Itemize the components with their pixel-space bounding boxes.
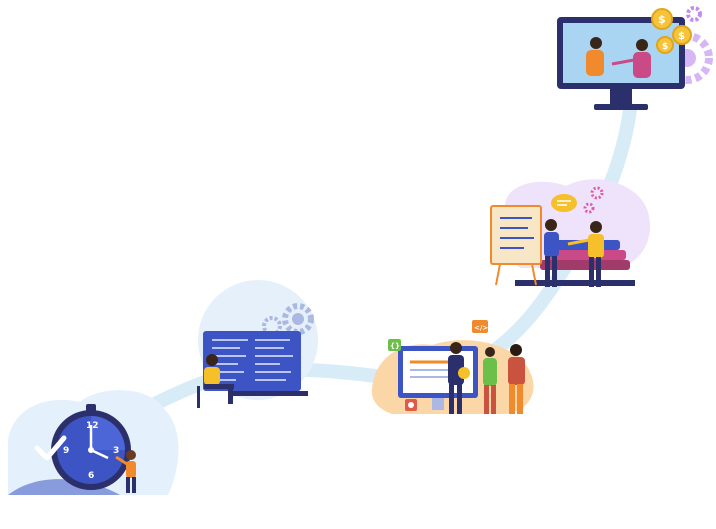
clock-numeral-6: 6 [88,471,94,481]
deal-monitor [557,17,685,110]
handshake-right-person [611,39,651,78]
svg-text:$: $ [662,42,668,52]
presenter-person [544,219,559,287]
team-member-1 [448,342,464,414]
clock-numeral-9: 9 [63,446,69,456]
coin-icon: $ [651,8,673,30]
flipchart-board [490,205,542,286]
presentation-stage [490,179,651,287]
clock-numeral-3: 3 [113,446,119,456]
braces-tag-icon: {} [388,339,401,351]
checkmark-icon [34,435,67,461]
clock-icon: 12 3 6 9 [51,404,131,490]
settings-badge-icon [405,399,417,411]
team-member-3 [508,344,525,414]
coin-icon: $ [672,25,692,45]
partner-person [567,221,604,287]
clock-numeral-12: 12 [86,421,99,431]
handshake-left-person [586,37,604,76]
team-website-stage: </> {} [372,320,534,414]
team-member-2 [483,347,497,414]
gears-icon [583,186,604,214]
trophy-icon [458,367,470,379]
person-with-clock [115,450,136,493]
speech-bubble-icon [551,194,577,212]
code-tag-label: </> [474,324,488,332]
coin-icon: $ [656,36,674,54]
developer-person [197,354,234,408]
code-tag-icon: </> [472,320,488,333]
time-clock-stage: 12 3 6 9 [8,390,179,495]
clock-hill [8,479,120,495]
small-gear-icon [686,6,702,22]
deal-stage: $ $ $ [557,6,713,110]
coding-stage [197,280,318,408]
svg-text:$: $ [678,31,685,42]
svg-text:$: $ [658,13,666,26]
braces-tag-label: {} [390,342,400,350]
